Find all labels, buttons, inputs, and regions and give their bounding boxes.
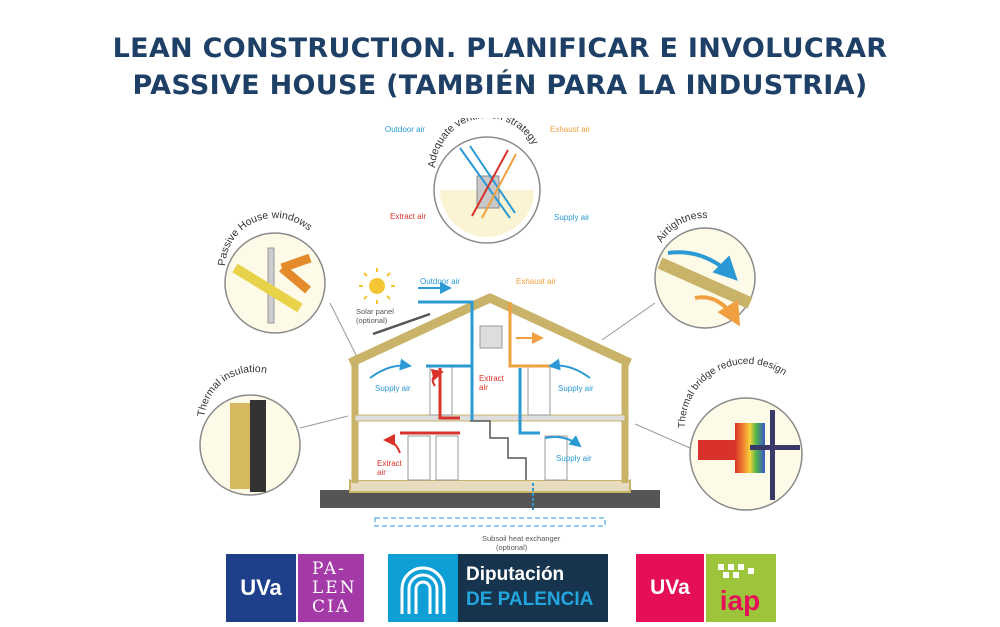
extract-air-upper-label: Extract [479,374,505,383]
subsoil-optional-label: (optional) [496,543,528,552]
iap-logo: iap [706,554,776,622]
ventilation-detail: Outdoor air Exhaust air Extract air Supp… [385,118,590,244]
supply-air-label-3: Supply air [556,454,592,463]
house-section [320,282,660,527]
extract-air-lower-label: Extract [377,459,403,468]
uva-logo-pink: UVa [636,554,704,622]
palencia-logo: PA- LEN CIA [298,554,364,622]
title-line-2: PASSIVE HOUSE (TAMBIÉN PARA LA INDUSTRIA… [132,70,868,101]
supply-air-label-2: Supply air [558,384,594,393]
vent-extract-air-label: Extract air [390,212,426,221]
uva-logo: UVa [226,554,296,622]
logo-strip: UVa PA- LEN CIA Diputación DE PALENCIA U… [0,554,1000,625]
iap-logo-text: iap [720,585,760,616]
vent-supply-air-label: Supply air [554,213,590,222]
vent-outdoor-air-label: Outdoor air [385,125,425,134]
diputacion-palencia-logo: Diputación DE PALENCIA [458,554,608,622]
solar-panel-label: Solar panel [356,307,394,316]
supply-air-label-1: Supply air [375,384,411,393]
vent-exhaust-air-label: Exhaust air [550,125,590,134]
extract-air-upper-label-2: air [479,383,488,392]
diputacion-arch-icon [388,554,458,622]
solar-panel-optional: (optional) [356,316,388,325]
thermal-bridge-detail: Thermal bridge reduced design [634,356,803,511]
airtightness-detail: Airtightness [601,209,756,341]
house-outdoor-air-label: Outdoor air [420,277,460,286]
house-exhaust-air-label: Exhaust air [516,277,556,286]
page-title: LEAN CONSTRUCTION. PLANIFICAR E INVOLUCR… [0,30,1000,104]
passive-house-diagram: Outdoor air Exhaust air Extract air Supp… [195,118,803,552]
insulation-detail: Thermal insulation [195,363,349,496]
solar-panel: Solar panel (optional) [356,268,431,336]
title-line-1: LEAN CONSTRUCTION. PLANIFICAR E INVOLUCR… [112,33,888,64]
extract-air-lower-label-2: air [377,468,386,477]
windows-detail: Passive House windows [216,209,361,364]
subsoil-heat-exchanger-label: Subsoil heat exchanger [482,534,561,543]
